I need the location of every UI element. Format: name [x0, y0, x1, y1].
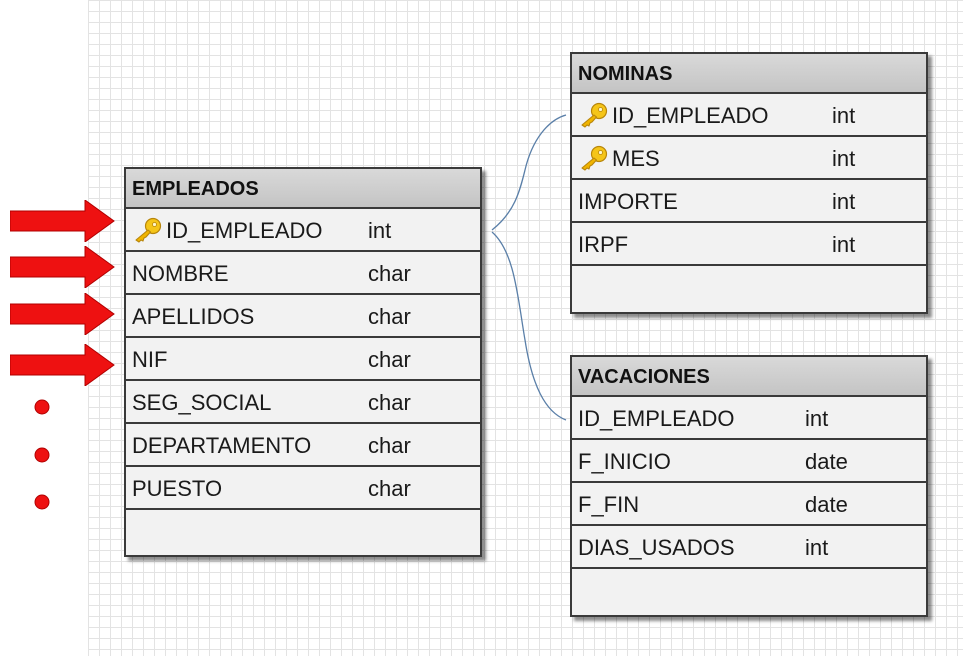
field-type: int	[832, 189, 856, 214]
field-type: char	[368, 476, 411, 501]
field-type: char	[368, 347, 411, 372]
relationship-empleados-nominas	[491, 114, 567, 231]
field-type: char	[368, 390, 411, 415]
key-icon	[133, 217, 163, 243]
field-name: IMPORTE	[578, 189, 678, 214]
table-title: VACACIONES	[572, 357, 926, 397]
red-arrow-icon	[10, 246, 115, 288]
field-type: char	[368, 304, 411, 329]
table-title: EMPLEADOS	[126, 169, 480, 209]
field-name: NOMBRE	[132, 261, 229, 286]
field-name: ID_EMPLEADO	[578, 406, 735, 431]
field-type: int	[368, 218, 392, 243]
field-name: NIF	[132, 347, 168, 372]
field-row[interactable]: ID_EMPLEADO int	[572, 397, 926, 440]
red-dot-icon	[34, 494, 50, 510]
field-row[interactable]: ID_EMPLEADO int	[572, 94, 926, 137]
field-row[interactable]: IRPF int	[572, 223, 926, 266]
field-type: date	[805, 449, 848, 474]
field-type: int	[832, 146, 856, 171]
red-dot-icon	[34, 399, 50, 415]
field-name: PUESTO	[132, 476, 223, 501]
field-row[interactable]: SEG_SOCIAL char	[126, 381, 480, 424]
field-name: ID_EMPLEADO	[612, 103, 769, 128]
field-type: int	[805, 535, 829, 560]
field-name: F_FIN	[578, 492, 640, 517]
field-type: int	[805, 406, 829, 431]
field-row[interactable]: NOMBRE char	[126, 252, 480, 295]
field-name: ID_EMPLEADO	[166, 218, 323, 243]
red-dot-icon	[34, 447, 50, 463]
key-icon	[579, 145, 609, 171]
field-row[interactable]: PUESTO char	[126, 467, 480, 510]
field-name: DIAS_USADOS	[578, 535, 735, 560]
field-row[interactable]: APELLIDOS char	[126, 295, 480, 338]
field-type: int	[832, 103, 856, 128]
field-row[interactable]: IMPORTE int	[572, 180, 926, 223]
field-type: date	[805, 492, 848, 517]
key-icon	[579, 102, 609, 128]
field-type: char	[368, 261, 411, 286]
field-type: char	[368, 433, 411, 458]
field-name: MES	[612, 146, 660, 171]
red-arrow-icon	[10, 200, 115, 242]
field-row[interactable]: MES int	[572, 137, 926, 180]
field-row[interactable]: F_INICIO date	[572, 440, 926, 483]
field-row[interactable]: ID_EMPLEADO int	[126, 209, 480, 252]
red-arrow-icon	[10, 293, 115, 335]
field-name: DEPARTAMENTO	[132, 433, 312, 458]
field-row[interactable]: NIF char	[126, 338, 480, 381]
field-name: SEG_SOCIAL	[132, 390, 272, 415]
field-name: APELLIDOS	[132, 304, 255, 329]
field-name: IRPF	[578, 232, 629, 257]
field-row[interactable]: F_FIN date	[572, 483, 926, 526]
table-title: NOMINAS	[572, 54, 926, 94]
relationship-empleados-vacaciones	[491, 231, 567, 421]
field-row[interactable]: DIAS_USADOS int	[572, 526, 926, 569]
field-name: F_INICIO	[578, 449, 671, 474]
field-row[interactable]: DEPARTAMENTO char	[126, 424, 480, 467]
field-type: int	[832, 232, 856, 257]
red-arrow-icon	[10, 344, 115, 386]
